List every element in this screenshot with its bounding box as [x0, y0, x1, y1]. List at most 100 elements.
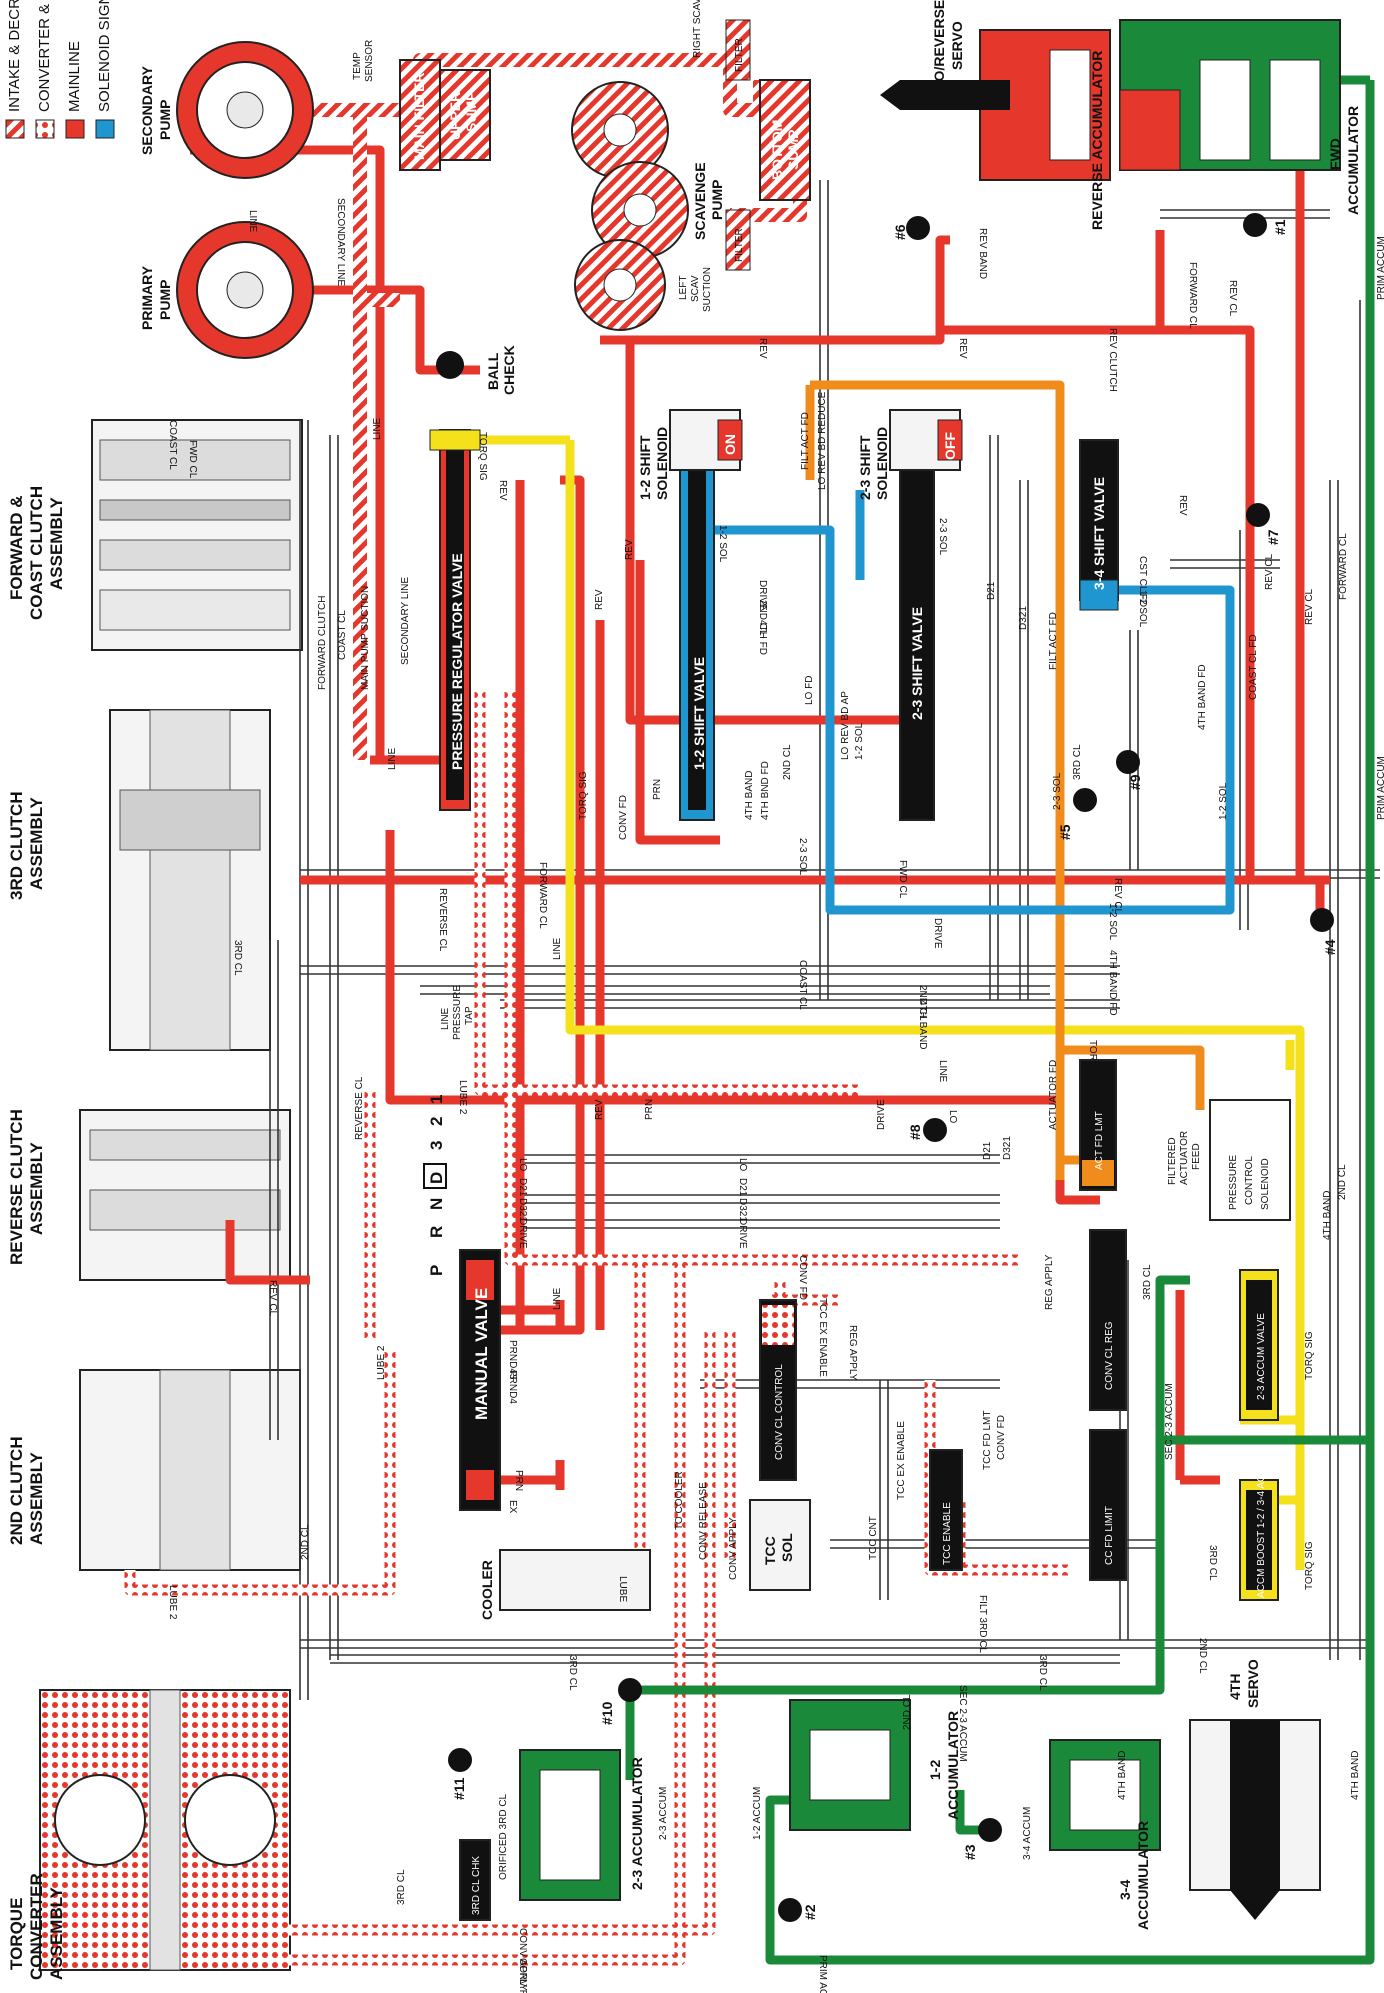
legend-swatch-solenoid — [95, 119, 115, 139]
check-ball-9 — [1116, 750, 1140, 774]
lo-reverse-servo — [880, 29, 1111, 181]
fwd-accumulator-label-2: ACCUMULATOR — [1345, 106, 1361, 215]
filtered-actuator-feed-label-1: FILTERED — [1167, 1137, 1178, 1185]
passage-lo: LO — [517, 1158, 528, 1172]
passage-d21-2: D21 — [737, 1178, 748, 1197]
tcc-sol-label-1: TCC — [762, 1536, 778, 1565]
check-label-11: #11 — [451, 1777, 467, 1800]
filtered-actuator-feed-label-3: FEED — [1191, 1143, 1202, 1170]
passage-torq-sig-2: TORQ SIG — [578, 771, 589, 820]
passage-3rd-cl-7: 3RD CL — [396, 1869, 407, 1905]
passage-filt-3rd-cl: FILT 3RD CL — [977, 1595, 988, 1653]
reverse-clutch-title-1: REVERSE CLUTCH — [7, 1109, 26, 1265]
solenoid-signal-passages — [685, 490, 1235, 915]
passage-sol12-3: 1-2 SOL — [1137, 590, 1148, 628]
passage-secondary-line: SECONDARY LINE — [335, 198, 346, 286]
passage-conv-fd-2: CONV FD — [797, 1255, 808, 1300]
accumulator-34-label-2: ACCUMULATOR — [1135, 1821, 1151, 1930]
shift-valve-23 — [899, 469, 935, 821]
passage-conv-apply: CONV APPLY — [728, 1517, 739, 1580]
reverse-accumulator-label: REVERSE ACCUMULATOR — [1089, 51, 1105, 230]
passage-fwd-cl-2: FWD CL — [897, 860, 908, 899]
passage-d21: D21 — [517, 1178, 528, 1197]
check-ball-7 — [1246, 503, 1270, 527]
passage-orificed-3rd-cl: ORIFICED 3RD CL — [498, 1793, 509, 1880]
passage-filt-act-fd-2: FILT ACT FD — [1048, 612, 1059, 670]
passage-d321-3: D321 — [1002, 1136, 1013, 1160]
solenoid23-label-1: 2-3 SHIFT — [857, 435, 873, 500]
cc-fd-limit-valve — [1089, 1429, 1127, 1581]
check-label-7: #7 — [1265, 529, 1281, 545]
check-ball-11 — [448, 1748, 472, 1772]
filtered-actuator-feed-label-2: ACTUATOR — [1179, 1131, 1190, 1185]
check-ball-5 — [1073, 788, 1097, 812]
accumulator-34-label-1: 3-4 — [1117, 1880, 1133, 1900]
assembly-column — [39, 419, 303, 1971]
passage-4th-band-5: 4TH BAND — [1350, 1751, 1361, 1800]
passage-rev-cl-4: REV CL — [1112, 878, 1123, 915]
ball-check-label-1: BALL — [485, 352, 501, 390]
fourth-servo-label-2: SERVO — [1245, 1659, 1261, 1708]
secondary-pump-label-1: SECONDARY — [139, 65, 155, 155]
check-ball-2 — [778, 1898, 802, 1922]
solenoid12-label-1: 1-2 SHIFT — [637, 435, 653, 500]
lower-accumulators — [448, 213, 1334, 1922]
filter-label-top: FILTER — [734, 38, 745, 72]
passage-prn: PRN — [652, 779, 663, 800]
passage-d321-4: D321 — [1018, 606, 1029, 630]
passage-4th-band-fd: 4TH BAND FD — [1197, 664, 1208, 730]
check-ball-3 — [978, 1818, 1002, 1842]
passage-rev-mid: REV — [624, 539, 635, 560]
legend-swatch-mainline — [65, 119, 85, 139]
passage-lo-fd: LO FD — [804, 676, 815, 705]
third-clutch-title-1: 3RD CLUTCH — [7, 791, 26, 900]
passage-conv-apply-2: CONV APPLY — [517, 1928, 528, 1991]
passage-main-pump-suction: MAIN PUMP SUCTION — [360, 586, 371, 690]
passage-tcc-ex-enable: TCC EX ENABLE — [817, 1298, 828, 1377]
passage-reverse-cl-2: REVERSE CL — [354, 1076, 365, 1140]
passage-3rd-cl-6: 3RD CL — [1037, 1655, 1048, 1691]
passage-line-mid: LINE — [387, 747, 398, 770]
passage-reg-apply-2: REG APPLY — [1044, 1254, 1055, 1310]
accum23-label: 2-3 ACCUM VALVE — [1256, 1313, 1267, 1400]
manual-valve-label: MANUAL VALVE — [472, 1288, 491, 1420]
check-ball-8 — [923, 1118, 947, 1142]
legend-label-intake: INTAKE & DECREASE — [6, 0, 23, 112]
passage-12-accum: 1-2 ACCUM — [752, 1787, 763, 1840]
passage-line-low: LINE — [552, 1287, 563, 1310]
cc-fd-limit-label: CC FD LIMIT — [1104, 1506, 1115, 1565]
passage-4th-bnd-fd: 4TH BND FD — [760, 761, 771, 820]
check-label-6: #6 — [892, 224, 908, 240]
passage-4th-fd: 4TH FD — [757, 620, 768, 655]
torque-converter-title-1: TORQUE — [7, 1898, 26, 1970]
passage-fwd-cl: FWD CL — [187, 440, 198, 479]
ball-check-top — [436, 351, 464, 379]
conv-cl-reg-label: CONV CL REG — [1104, 1321, 1115, 1390]
shift23-label: 2-3 SHIFT VALVE — [909, 607, 925, 720]
tcc-enable-valve — [929, 1449, 963, 1571]
line-pressure-tap-label-2: PRESSURE — [452, 985, 463, 1040]
manual-positions: P R N D 3 2 1 — [423, 1095, 447, 1276]
shift12-label: 1-2 SHIFT VALVE — [691, 657, 707, 770]
passage-rev-right: REV — [1177, 495, 1188, 516]
manual-position-1: 1 — [427, 1095, 446, 1104]
forward-coast-title-3: ASSEMBLY — [47, 496, 66, 590]
tcc-enable-label: TCC ENABLE — [942, 1502, 953, 1565]
passage-conv-fd: CONV FD — [618, 795, 629, 840]
passage-4th-band-4: 4TH BAND — [1117, 1751, 1128, 1800]
exhaust-passages — [269, 180, 1380, 1700]
orificed-3rd-valve — [459, 1839, 491, 1921]
second-clutch-title-2: ASSEMBLY — [27, 1451, 46, 1545]
pressure-control-label-1: PRESSURE — [1228, 1155, 1239, 1210]
forward-coast-title-2: COAST CLUTCH — [27, 486, 46, 620]
solenoid23-label-2: SOLENOID — [874, 427, 890, 500]
passage-4th-band: 4TH BAND — [744, 771, 755, 820]
passage-forward-clutch: FORWARD CLUTCH — [317, 596, 328, 690]
passage-lube: LUBE — [617, 1576, 628, 1602]
legend-label-mainline: MAINLINE — [66, 41, 83, 112]
check-label-10: #10 — [599, 1701, 615, 1725]
passage-sol12-4: 1-2 SOL — [1218, 782, 1229, 820]
upper-sump-label-1: UPPER — [447, 92, 463, 140]
passage-3rd-cl-2: 3RD CL — [232, 940, 243, 976]
